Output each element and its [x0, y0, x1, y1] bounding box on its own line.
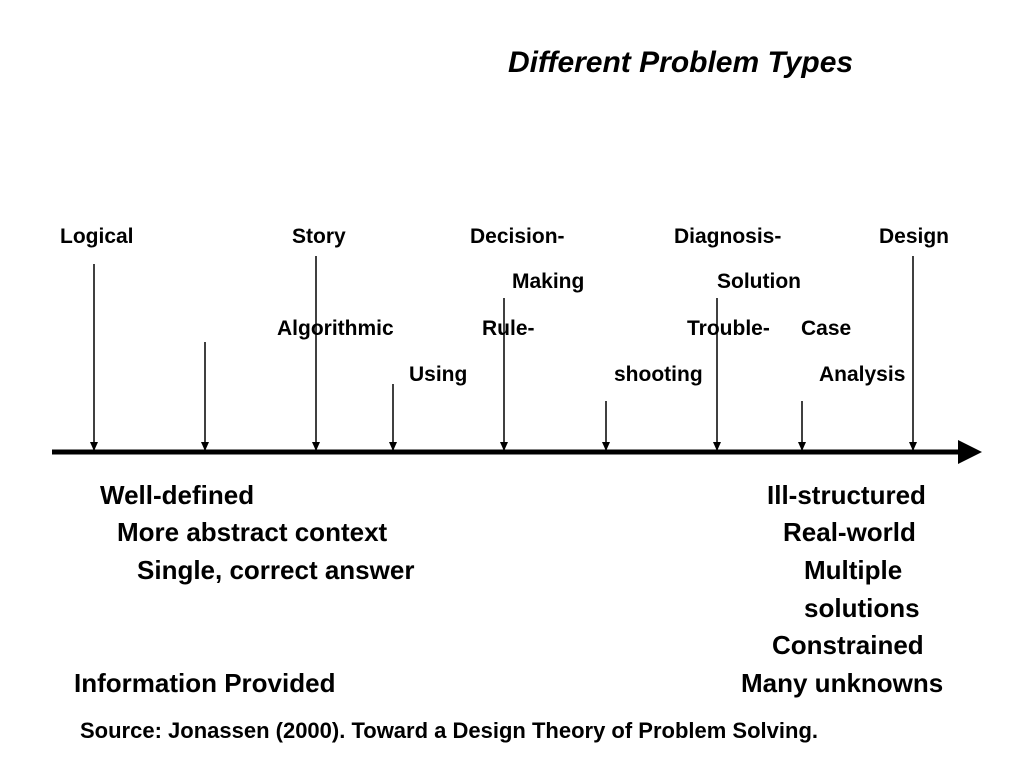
pointer-head-algorithmic: [201, 442, 209, 451]
label-trouble-line1: Trouble-: [687, 317, 770, 340]
label-decision-line2: Making: [512, 270, 585, 293]
left-information-provided: Information Provided: [74, 668, 336, 698]
label-story: Story: [292, 225, 346, 248]
pointer-head-troubleshooting: [602, 442, 610, 451]
pointer-head-decision-making: [500, 442, 508, 451]
pointer-head-logical: [90, 442, 98, 451]
slide-title: Different Problem Types: [508, 46, 854, 79]
right-constrained: Constrained: [772, 630, 924, 660]
left-single-answer: Single, correct answer: [137, 555, 415, 585]
label-trouble-line2: shooting: [614, 363, 703, 386]
right-many-unknowns: Many unknowns: [741, 668, 944, 698]
label-rule-line1: Rule-: [482, 317, 535, 340]
left-well-defined: Well-defined: [100, 480, 255, 510]
pointer-head-diagnosis-solution: [713, 442, 721, 451]
right-real-world: Real-world: [783, 517, 916, 547]
label-diagnosis-line1: Diagnosis-: [674, 225, 782, 248]
label-diagnosis-line2: Solution: [717, 270, 801, 293]
label-design: Design: [879, 225, 950, 248]
label-case-line2: Analysis: [819, 363, 906, 386]
label-algorithmic: Algorithmic: [277, 317, 394, 340]
right-solutions: solutions: [804, 593, 920, 623]
label-decision-line1: Decision-: [470, 225, 565, 248]
pointer-head-case-analysis: [798, 442, 806, 451]
source-citation: Source: Jonassen (2000). Toward a Design…: [80, 718, 818, 743]
pointer-head-design: [909, 442, 917, 451]
right-ill-structured: Ill-structured: [767, 480, 926, 510]
label-logical: Logical: [60, 225, 134, 248]
label-rule-line2: Using: [409, 363, 468, 386]
continuum-arrowhead: [958, 440, 982, 464]
right-multiple: Multiple: [804, 555, 903, 585]
pointer-head-rule-using: [389, 442, 397, 451]
left-abstract-context: More abstract context: [117, 517, 388, 547]
label-case-line1: Case: [801, 317, 852, 340]
pointer-head-story: [312, 442, 320, 451]
